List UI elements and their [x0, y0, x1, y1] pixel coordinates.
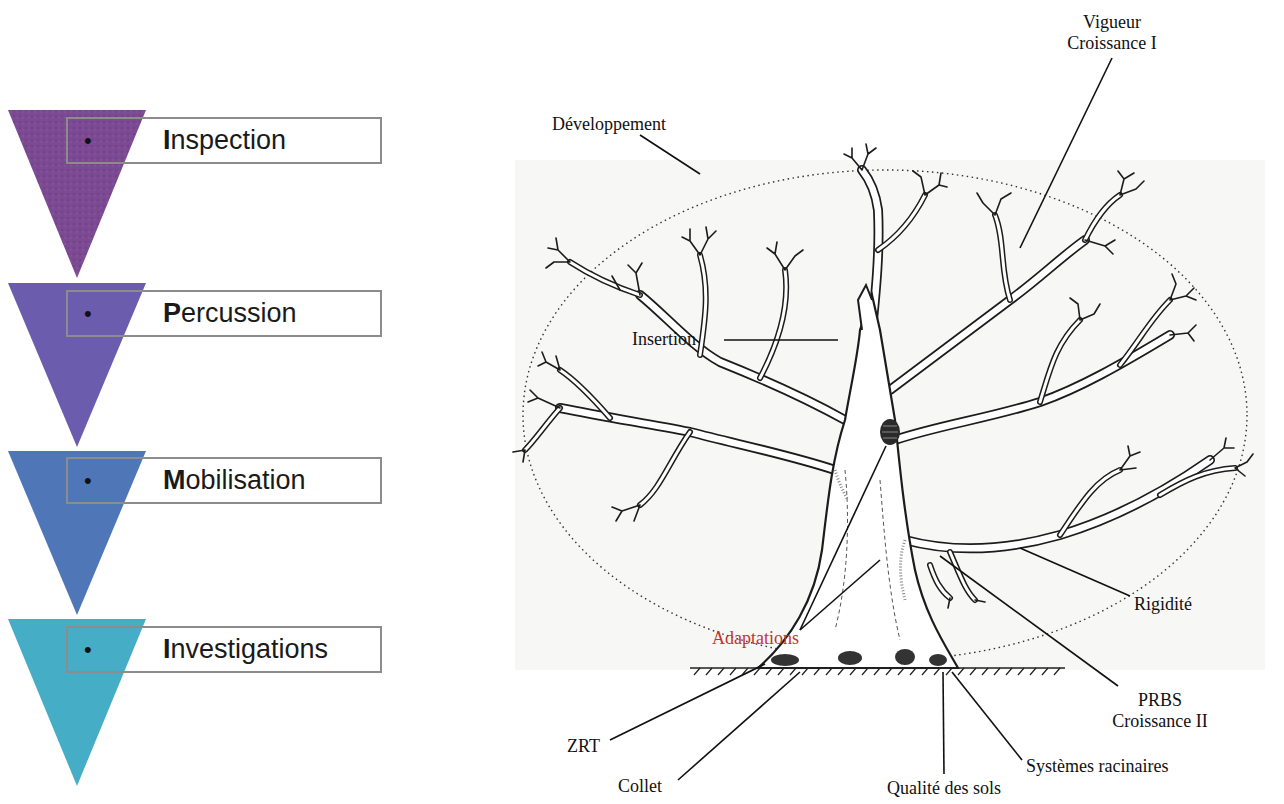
part-label: Développement [552, 114, 666, 135]
bullet-mark: • [84, 301, 92, 327]
part-label: Systèmes racinaires [1026, 756, 1168, 777]
part-label: Insertion [632, 329, 696, 350]
part-label: ZRT [567, 736, 600, 757]
part-label: Qualité des sols [864, 778, 1024, 799]
step-title: Percussion [163, 298, 297, 329]
step-box: • Percussion [66, 290, 382, 337]
bullet-mark: • [84, 128, 92, 154]
step-box: • Mobilisation [66, 457, 382, 504]
step-title: Mobilisation [163, 465, 306, 496]
part-label: Vigueur Croissance I [1052, 12, 1172, 53]
part-label: Collet [618, 776, 662, 797]
part-label: Adaptations [712, 628, 799, 649]
part-label: PRBS Croissance II [1100, 690, 1220, 731]
bullet-mark: • [84, 637, 92, 663]
step-box: • Inspection [66, 117, 382, 164]
step-box: • Investigations [66, 626, 382, 673]
bullet-mark: • [84, 468, 92, 494]
part-label: Rigidité [1134, 594, 1192, 615]
step-title: Investigations [163, 634, 328, 665]
step-title: Inspection [163, 125, 286, 156]
